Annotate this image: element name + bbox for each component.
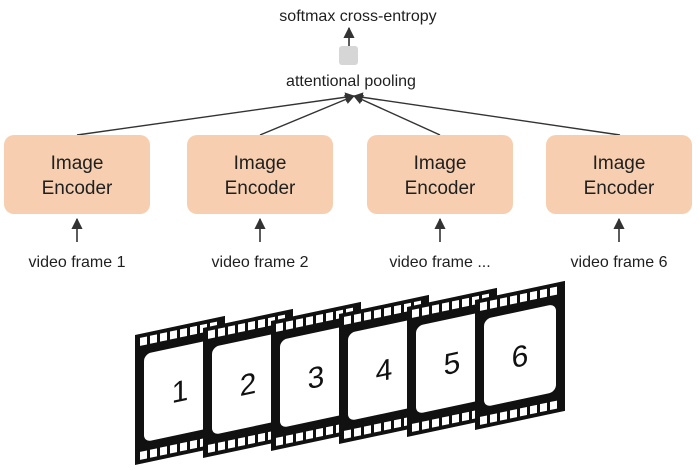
encoder-subtitle-1: Encoder: [42, 178, 113, 199]
encoder-block-1: Image Encoder: [4, 135, 150, 214]
softmax-label: softmax cross-entropy: [279, 8, 436, 25]
film-frame-number-5: 5: [444, 346, 461, 382]
film-frame-6: 6: [475, 280, 565, 430]
film-frame-number-6: 6: [512, 339, 529, 375]
encoder-subtitle-4: Encoder: [584, 178, 655, 199]
pool-arrow-4: [353, 92, 621, 136]
encoder-block-3: Image Encoder: [367, 135, 513, 214]
pool-arrow-2: [259, 94, 355, 136]
pooling-node: [339, 46, 358, 65]
film-frame-1: 1: [135, 315, 225, 465]
film-frame-number-1: 1: [172, 374, 189, 410]
encoder-subtitle-3: Encoder: [405, 178, 476, 199]
film-frame-number-3: 3: [308, 360, 325, 396]
encoder-title-3: Image: [414, 153, 467, 174]
pooling-arrows: [76, 92, 621, 136]
film-frame-4: 4: [339, 294, 429, 444]
pool-arrow-3: [353, 95, 441, 136]
input-label-4: video frame 6: [571, 254, 668, 271]
encoder-subtitle-2: Encoder: [225, 178, 296, 199]
film-strip: 1 2 3 4 5 6: [135, 280, 565, 465]
input-label-2: video frame 2: [212, 254, 309, 271]
input-arrows: [71, 217, 625, 242]
film-frame-5: 5: [407, 287, 497, 437]
encoder-title-4: Image: [593, 153, 646, 174]
pooling-label: attentional pooling: [286, 73, 416, 90]
film-frame-number-4: 4: [376, 353, 393, 389]
encoder-title-2: Image: [234, 153, 287, 174]
input-label-1: video frame 1: [29, 254, 126, 271]
film-frame-number-2: 2: [240, 367, 257, 403]
input-label-3: video frame ...: [389, 254, 490, 271]
pool-arrow-1: [76, 92, 355, 136]
encoder-block-2: Image Encoder: [187, 135, 333, 214]
film-frame-3: 3: [271, 301, 361, 451]
encoder-block-4: Image Encoder: [546, 135, 692, 214]
encoder-title-1: Image: [51, 153, 104, 174]
film-frame-2: 2: [203, 308, 293, 458]
